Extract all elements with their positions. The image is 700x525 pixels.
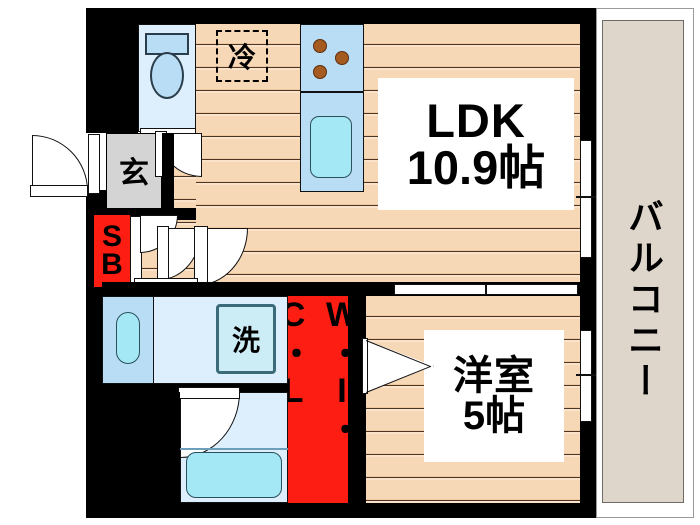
ldk-window-mullion	[576, 196, 596, 198]
exterior-wall-right	[580, 8, 596, 518]
kitchen-sink-basin	[310, 116, 352, 178]
front-door-swing-arc	[32, 135, 88, 191]
bedroom-sliding-door-right[interactable]	[486, 284, 578, 295]
ldk-room-label: LDK 10.9帖	[378, 78, 574, 210]
exterior-wall-left	[86, 286, 102, 518]
toilet-bowl	[150, 52, 184, 99]
bedroom-size: 5帖	[462, 394, 526, 438]
bedroom-window-upper[interactable]	[580, 330, 592, 378]
shoe-box-label-line2: B	[101, 248, 123, 281]
shoe-box-label: S B	[94, 215, 130, 287]
stove-burner-3	[313, 65, 327, 79]
wall-bathroom-left-fill	[102, 392, 180, 503]
exterior-wall-top	[86, 8, 596, 24]
structural-block-top-left	[86, 8, 138, 133]
bathroom-tub-divider	[180, 448, 288, 450]
wall-wicl-right	[348, 296, 366, 503]
front-door-leaf[interactable]	[30, 185, 88, 197]
bedroom-name: 洋室	[453, 354, 535, 398]
wicl-folding-door-hinge	[362, 338, 368, 394]
walk-in-closet-label: W・I・C・L	[274, 296, 361, 448]
bedroom-window-mullion	[576, 374, 596, 376]
stove-burner-2	[335, 51, 349, 65]
gas-stove	[300, 24, 364, 92]
ldk-name: LDK	[426, 94, 526, 147]
exterior-wall-bottom	[86, 503, 596, 518]
stove-burner-1	[313, 39, 327, 53]
bedroom-room-label: 洋室 5帖	[424, 330, 564, 462]
wash-basin-bowl	[116, 312, 140, 364]
wall-entrance-right	[162, 133, 174, 211]
shoe-box	[94, 215, 130, 287]
bedroom-sliding-door-left[interactable]	[394, 284, 486, 295]
bathroom-door-leaf[interactable]	[178, 387, 240, 399]
ldk-window-lower[interactable]	[580, 196, 592, 258]
refrigerator-label: 冷	[227, 42, 256, 73]
shoe-box-label-line1: S	[101, 219, 122, 253]
ldk-window-upper[interactable]	[580, 140, 592, 202]
front-door-jamb	[88, 134, 100, 194]
refrigerator-space	[216, 30, 268, 82]
hallway-door-leaf-left[interactable]	[157, 226, 169, 280]
bedroom-window-lower[interactable]	[580, 374, 592, 422]
washing-machine-label: 洗	[231, 325, 260, 356]
ldk-size: 10.9帖	[406, 141, 546, 194]
balcony-area	[602, 20, 684, 503]
balcony-label: バルコニー	[623, 197, 664, 403]
ldk-door-leaf[interactable]	[194, 226, 208, 286]
washing-machine-space	[216, 304, 276, 374]
bathtub	[186, 452, 282, 498]
entrance-label: 玄	[119, 157, 149, 190]
walk-in-closet: W・I・C・L	[274, 296, 361, 503]
